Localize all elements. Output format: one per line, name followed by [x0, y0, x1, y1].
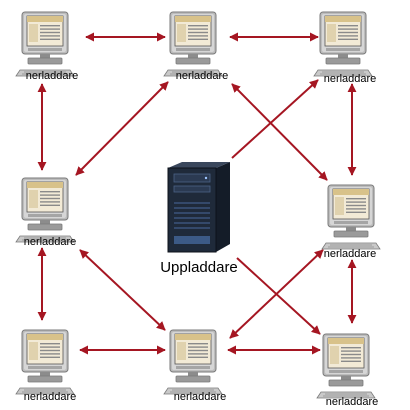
- peer-node-p1: nerladdare: [15, 11, 79, 82]
- connection-arrows: [37, 32, 357, 355]
- computer-icon: [15, 177, 75, 243]
- computer-icon: [316, 333, 376, 399]
- peer-node-p7: nerladdare: [163, 329, 227, 403]
- computer-icon: [15, 329, 75, 395]
- peer-node-p3: nerladdare: [313, 11, 377, 85]
- computer-icon: [321, 184, 381, 250]
- computer-icon: [15, 11, 75, 77]
- peer-label: nerladdare: [326, 396, 379, 408]
- arrow-p4-p7: [79, 249, 166, 331]
- network-nodes: nerladdare nerladdare nerladdare nerladdare…: [15, 11, 381, 408]
- server-icon: [167, 162, 230, 253]
- peer-label: nerladdare: [24, 391, 77, 403]
- arrow-p2-p4: [75, 81, 169, 176]
- peer-node-p6: nerladdare: [15, 329, 77, 403]
- peer-label: nerladdare: [26, 70, 79, 82]
- computer-icon: [163, 11, 223, 77]
- peer-label: nerladdare: [176, 70, 229, 82]
- server-label: Uppladdare: [160, 259, 238, 276]
- peer-node-p5: nerladdare: [321, 184, 381, 260]
- peer-label: nerladdare: [324, 73, 377, 85]
- arrow-p2-p5: [231, 83, 328, 181]
- arrow-server-p3: [231, 79, 319, 159]
- computer-icon: [163, 329, 223, 395]
- server-node: Uppladdare: [160, 162, 238, 276]
- peer-node-p8: nerladdare: [316, 333, 379, 408]
- arrow-server-p8: [236, 257, 321, 335]
- peer-label: nerladdare: [324, 248, 377, 260]
- peer-node-p4: nerladdare: [15, 177, 77, 248]
- peer-label: nerladdare: [24, 236, 77, 248]
- peer-label: nerladdare: [174, 391, 227, 403]
- computer-icon: [313, 11, 373, 77]
- peer-node-p2: nerladdare: [163, 11, 229, 82]
